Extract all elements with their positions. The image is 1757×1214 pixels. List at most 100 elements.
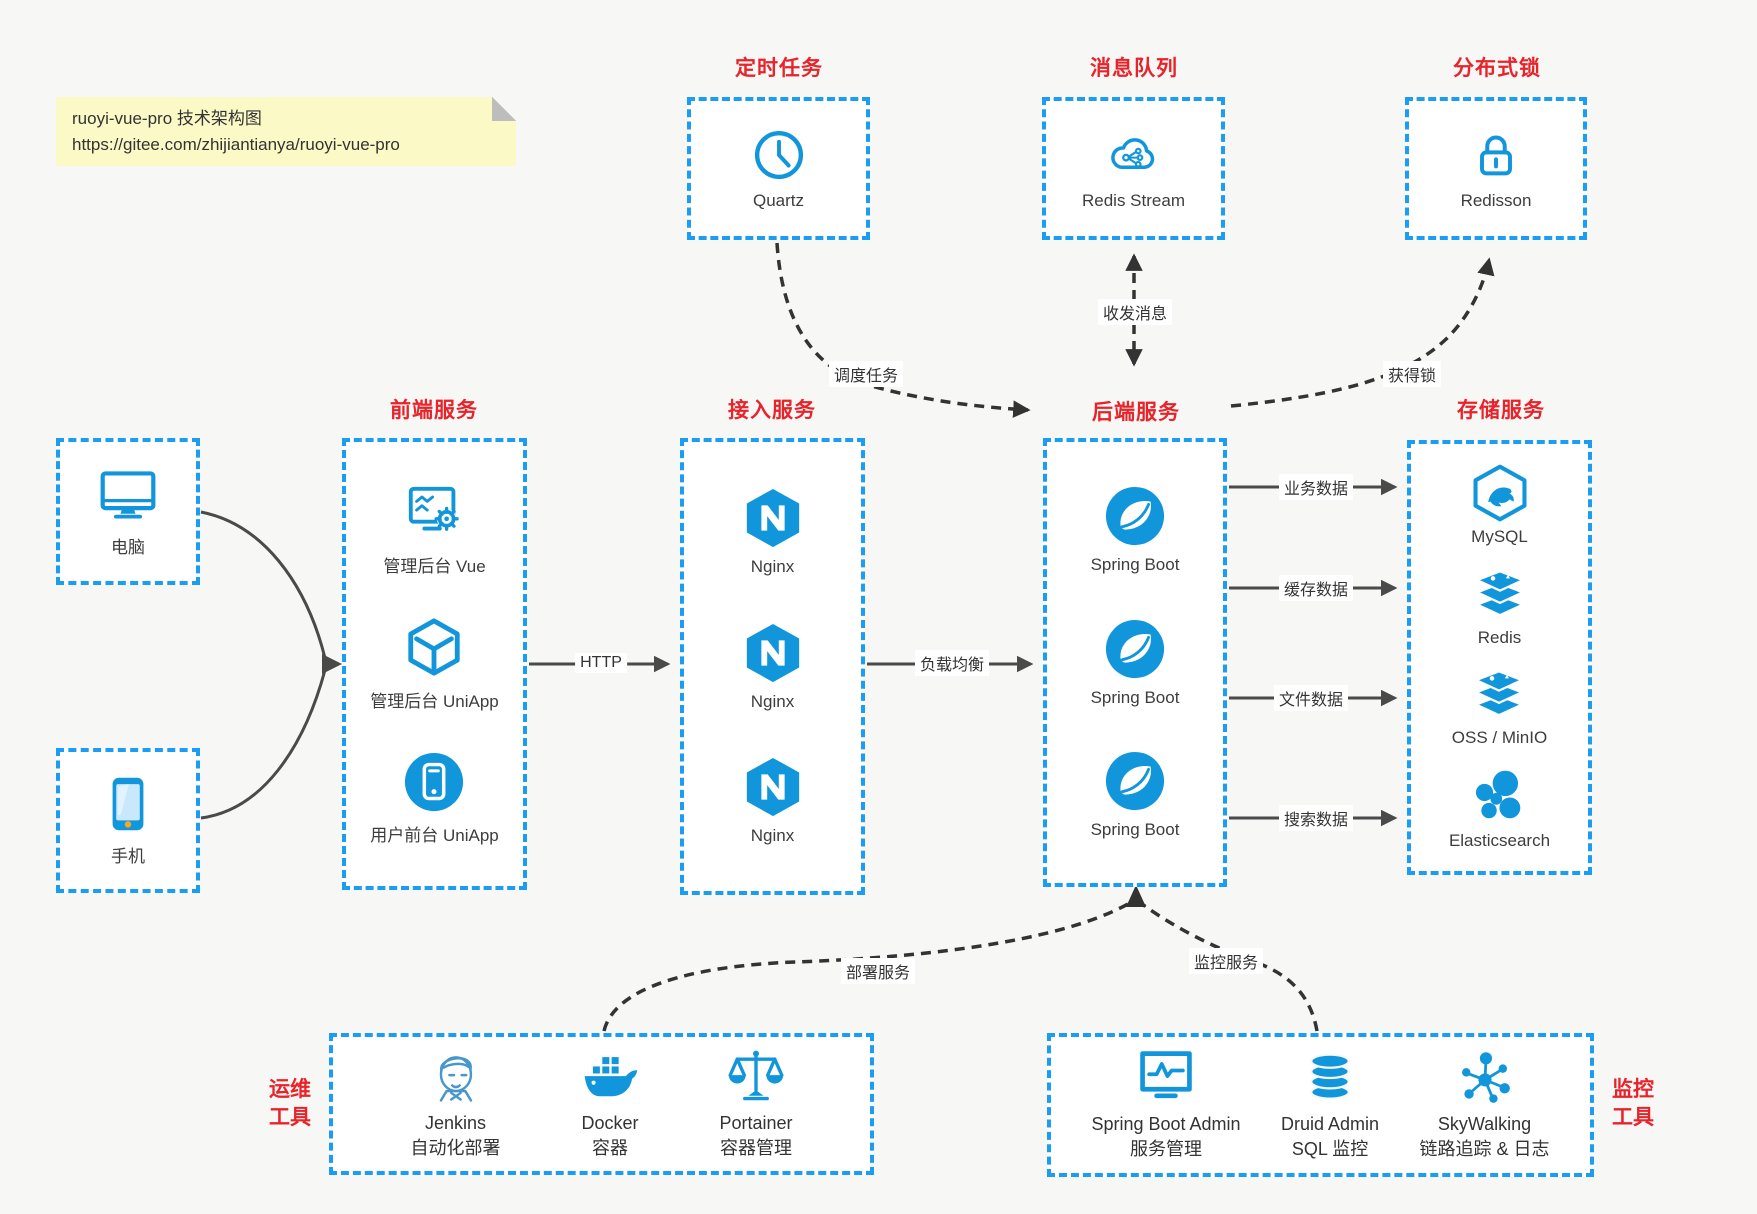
group-title-backend: 后端服务 bbox=[1092, 401, 1180, 424]
node-label: Redis Stream bbox=[1082, 190, 1185, 210]
node-oss-minio: OSS / MinIO bbox=[1452, 667, 1547, 748]
merged-arrowhead-backend bbox=[1126, 885, 1146, 907]
node-label: 电脑 bbox=[111, 538, 145, 557]
nginx-icon bbox=[742, 487, 804, 549]
node-elasticsearch: Elasticsearch bbox=[1449, 768, 1550, 851]
node-nginx-1: Nginx bbox=[742, 487, 804, 577]
node-cluster-icon bbox=[1455, 1048, 1515, 1108]
node-label: 手机 bbox=[111, 847, 145, 866]
spring-icon bbox=[1104, 485, 1166, 547]
mysql-icon bbox=[1471, 464, 1529, 522]
edge-label-send-receive-msg: 收发消息 bbox=[1097, 299, 1173, 325]
nginx-icon bbox=[742, 756, 804, 818]
node-portainer: Portainer 容器管理 bbox=[719, 1047, 793, 1161]
node-mysql: MySQL bbox=[1471, 464, 1529, 547]
edge-label-http: HTTP bbox=[575, 653, 627, 673]
node-redis: Redis bbox=[1471, 567, 1529, 648]
cloud-share-icon bbox=[1102, 127, 1164, 183]
node-label: Druid Admin SQL 监控 bbox=[1281, 1114, 1380, 1159]
elasticsearch-icon bbox=[1469, 768, 1529, 826]
stacked-layers-icon bbox=[1471, 567, 1529, 623]
node-springboot-1: Spring Boot bbox=[1090, 485, 1180, 575]
node-label: Portainer 容器管理 bbox=[719, 1113, 793, 1158]
edge-label-monitor-service: 监控服务 bbox=[1188, 948, 1264, 974]
box-lock: Redisson bbox=[1405, 97, 1587, 240]
box-mq: Redis Stream bbox=[1042, 97, 1225, 240]
node-label: 管理后台 UniApp bbox=[370, 691, 499, 711]
group-title-monitoring: 监控 工具 bbox=[1612, 1078, 1654, 1129]
note-url: https://gitee.com/zhijiantianya/ruoyi-vu… bbox=[72, 135, 400, 154]
merged-arrowhead-frontend bbox=[322, 654, 342, 674]
group-title-ops: 运维 工具 bbox=[269, 1078, 311, 1129]
phone-circle-icon bbox=[403, 751, 465, 813]
nginx-icon bbox=[742, 622, 804, 684]
node-pc: 电脑 bbox=[97, 465, 159, 558]
box-ops-tools: Jenkins 自动化部署 Docker 容器 Portainer 容器管理 bbox=[329, 1033, 874, 1175]
spring-icon bbox=[1104, 750, 1166, 812]
node-springboot-3: Spring Boot bbox=[1091, 750, 1179, 840]
node-label: Jenkins 自动化部署 bbox=[410, 1113, 501, 1158]
node-label: Spring Boot bbox=[1090, 687, 1180, 707]
edge-label-acquire-lock: 获得锁 bbox=[1382, 361, 1442, 387]
group-title-storage: 存储服务 bbox=[1457, 399, 1545, 422]
group-title-lock: 分布式锁 bbox=[1453, 57, 1541, 80]
group-title-gateway: 接入服务 bbox=[728, 399, 816, 422]
edge-deploy-service bbox=[602, 902, 1129, 1032]
stacked-layers-icon bbox=[1470, 667, 1528, 723]
smartphone-icon bbox=[99, 774, 157, 834]
node-quartz: Quartz bbox=[751, 127, 807, 211]
box-frontend: 管理后台 Vue 管理后台 UniApp 用户前台 UniApp bbox=[342, 438, 527, 890]
desktop-icon bbox=[97, 465, 159, 525]
node-spring-boot-admin: Spring Boot Admin 服务管理 bbox=[1091, 1048, 1241, 1162]
node-user-uniapp: 用户前台 UniApp bbox=[370, 751, 499, 846]
node-label: OSS / MinIO bbox=[1451, 728, 1548, 748]
node-redisson: Redisson bbox=[1460, 127, 1532, 211]
padlock-icon bbox=[1468, 127, 1524, 183]
node-label: Nginx bbox=[750, 826, 795, 846]
box-storage: MySQL Redis OSS / MinIO Elasticsearch bbox=[1407, 440, 1592, 875]
node-nginx-3: Nginx bbox=[742, 756, 804, 846]
cube-icon bbox=[402, 617, 466, 679]
node-docker: Docker 容器 bbox=[578, 1047, 642, 1161]
box-gateway: Nginx Nginx Nginx bbox=[680, 438, 865, 895]
note-folded-corner bbox=[492, 97, 516, 121]
node-nginx-2: Nginx bbox=[742, 622, 804, 712]
spring-icon bbox=[1104, 618, 1166, 680]
node-springboot-2: Spring Boot bbox=[1090, 618, 1180, 708]
pulse-monitor-icon bbox=[1134, 1048, 1198, 1108]
edge-pc-to-frontend bbox=[200, 510, 327, 659]
node-label: Nginx bbox=[750, 691, 795, 711]
node-label: Docker 容器 bbox=[581, 1113, 639, 1158]
edge-label-schedule-task: 调度任务 bbox=[828, 361, 904, 387]
node-druid-admin: Druid Admin SQL 监控 bbox=[1281, 1048, 1379, 1162]
group-title-mq: 消息队列 bbox=[1090, 57, 1178, 80]
group-title-frontend: 前端服务 bbox=[390, 399, 478, 422]
edge-acquire-lock bbox=[1230, 257, 1495, 408]
docker-whale-icon bbox=[578, 1047, 642, 1107]
node-label: 管理后台 Vue bbox=[383, 556, 486, 576]
group-title-scheduler: 定时任务 bbox=[735, 57, 823, 80]
box-scheduler: Quartz bbox=[687, 97, 870, 240]
node-admin-uniapp: 管理后台 UniApp bbox=[370, 617, 499, 712]
note-title: ruoyi-vue-pro 技术架构图 bbox=[72, 109, 262, 128]
node-skywalking: SkyWalking 链路追踪 & 日志 bbox=[1420, 1048, 1550, 1162]
node-label: 用户前台 UniApp bbox=[370, 826, 499, 846]
edge-label-file-data: 文件数据 bbox=[1273, 685, 1349, 711]
node-label: SkyWalking 链路追踪 & 日志 bbox=[1419, 1114, 1550, 1159]
box-pc-client: 电脑 bbox=[56, 438, 200, 585]
edge-label-business-data: 业务数据 bbox=[1278, 474, 1354, 500]
node-label: Quartz bbox=[752, 190, 805, 210]
node-label: Redisson bbox=[1460, 190, 1532, 210]
jenkins-icon bbox=[424, 1047, 486, 1107]
node-label: Spring Boot bbox=[1090, 554, 1180, 574]
clock-icon bbox=[751, 127, 807, 183]
edge-schedule-task bbox=[775, 242, 1031, 418]
edge-monitor-service bbox=[1140, 902, 1319, 1032]
node-label: Redis bbox=[1477, 627, 1522, 647]
node-redis-stream: Redis Stream bbox=[1082, 127, 1185, 211]
node-mobile: 手机 bbox=[99, 774, 157, 867]
edge-label-search-data: 搜索数据 bbox=[1278, 805, 1354, 831]
node-label: Spring Boot Admin 服务管理 bbox=[1091, 1114, 1241, 1159]
edge-label-deploy-service: 部署服务 bbox=[840, 958, 916, 984]
